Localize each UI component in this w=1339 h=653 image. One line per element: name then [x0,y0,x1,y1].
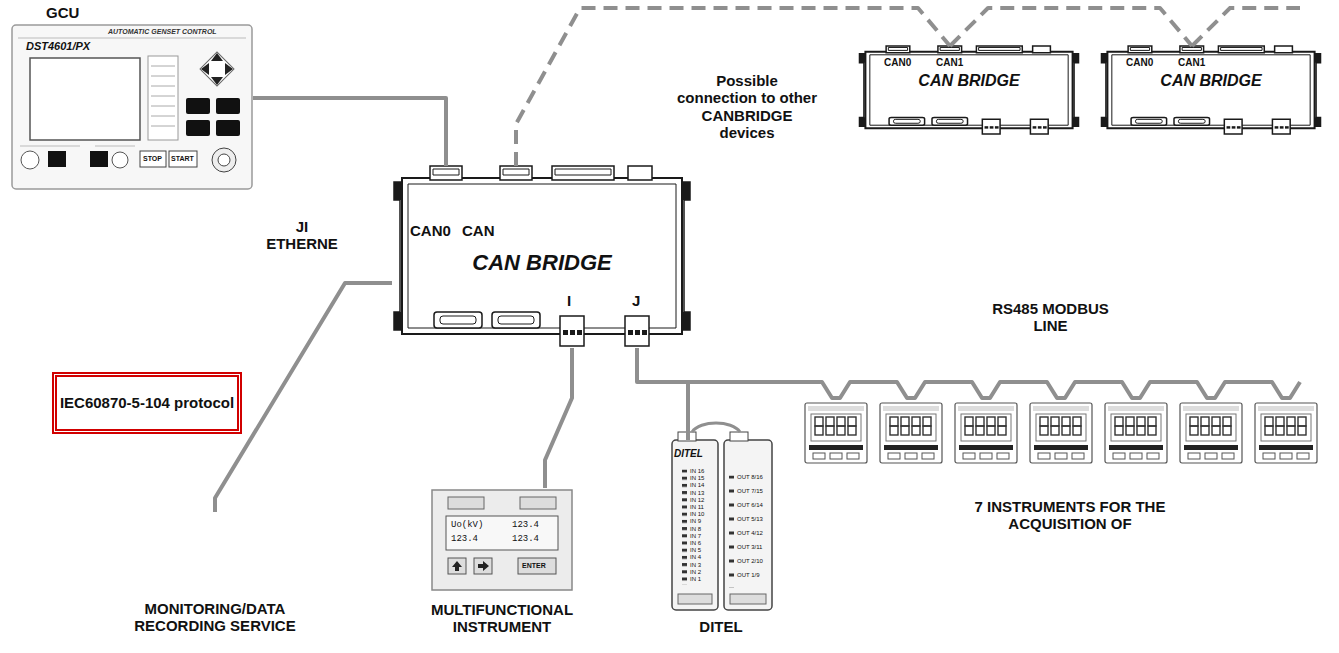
channel-label: IN 15 [690,475,704,481]
channel-label: IN 11 [690,504,704,510]
port-label: CAN [462,222,495,239]
io-module: DITEL DITEL [668,440,774,645]
channel-label: IN 2 [690,569,701,575]
meter-art [880,403,942,463]
node-title: CAN BRIDGE [858,72,1080,90]
channel-label: OUT 3/11 [737,544,762,550]
channel-label: IN 5 [690,547,701,553]
channel-label: IN 12 [690,497,704,503]
node-title: IEC60870-5-104 protocol [60,394,234,411]
multifunction-instrument: MULTIFUNCTIONAL INSTRUMENT [412,488,592,643]
note-text: JI ETHERNE [262,218,342,253]
channel-label: IN 14 [690,482,704,488]
service-label: MONITORING/DATA RECORDING SERVICE [100,512,330,650]
meter-art [955,403,1017,463]
channel-label: IN 1 [690,576,701,582]
channel-label: IN 3 [690,562,701,568]
panel-text: 123.4 [512,521,539,530]
connector [545,348,572,488]
can-bridge: CAN BRIDGE [392,166,692,348]
panel-text: STOP [143,155,162,162]
node-title: CAN BRIDGE [1100,72,1322,90]
node-title: CAN BRIDGE [392,250,692,275]
can-bridge-art [859,46,1078,134]
channel-label: OUT 6/14 [737,502,763,508]
channel-label: OUT 4/12 [737,530,763,536]
channel-label: IN 4 [690,554,701,560]
node-title: DITEL [674,448,703,460]
channel-label: OUT 2/10 [737,558,763,564]
port-label: J [632,292,640,309]
meter-art [805,403,867,463]
port-label: CAN0 [884,57,911,69]
io-module-art [672,423,772,610]
port-label: CAN0 [1126,57,1153,69]
node-title: MULTIFUNCTIONAL INSTRUMENT [412,601,592,636]
protocol-box: IEC60870-5-104 protocol [52,372,242,434]
channel-label: IN 16 [690,468,704,474]
port-label: CAN0 [410,222,451,239]
channel-label: IN 9 [690,518,701,524]
port-label: I [567,292,571,309]
channel-label: OUT 7/15 [737,488,763,494]
dashed-wire [1192,8,1300,46]
panel-text: ENTER [522,562,546,569]
rs485-bus [688,382,1300,398]
port-label: CAN1 [936,57,963,69]
panel-text: START [171,155,194,162]
channel-label: OUT 8/16 [737,474,763,480]
controller-panel-art [12,25,252,189]
channel-label: IN 10 [690,511,704,517]
connector [637,348,688,440]
meter-art [1180,403,1242,463]
channel-label: IN 13 [690,490,704,496]
channel-label: IN 6 [690,540,701,546]
connector [516,8,950,166]
channel-label: IN 8 [690,526,701,532]
meter-art [1030,403,1092,463]
connector [253,98,446,166]
channel-label: IN 7 [690,533,701,539]
can-bridge-art [1101,46,1320,134]
note-text: Possible connection to other CANBRIDGE d… [677,72,817,141]
node-text: DST4601/PX [26,40,90,53]
node-title: MONITORING/DATA RECORDING SERVICE [100,600,330,635]
node-text: DITEL [668,618,774,635]
panel-text: Uo(kV) [451,521,483,530]
node-title: GCU [46,4,79,21]
panel-text: 123.4 [512,535,539,544]
connector [950,8,1192,46]
panel-text: AUTOMATIC GENSET CONTROL [108,28,217,35]
note-text: RS485 MODBUS LINE [988,300,1113,335]
panel-text: 123.4 [451,535,478,544]
channel-label: OUT 5/13 [737,516,763,522]
channel-label: OUT 1/9 [737,572,760,578]
port-label: CAN1 [1178,57,1205,69]
note-text: 7 INSTRUMENTS FOR THE ACQUISITION OF [950,498,1190,533]
multifunction-instrument-art [432,490,572,590]
meter-art [1255,403,1317,463]
meter-art [1105,403,1167,463]
